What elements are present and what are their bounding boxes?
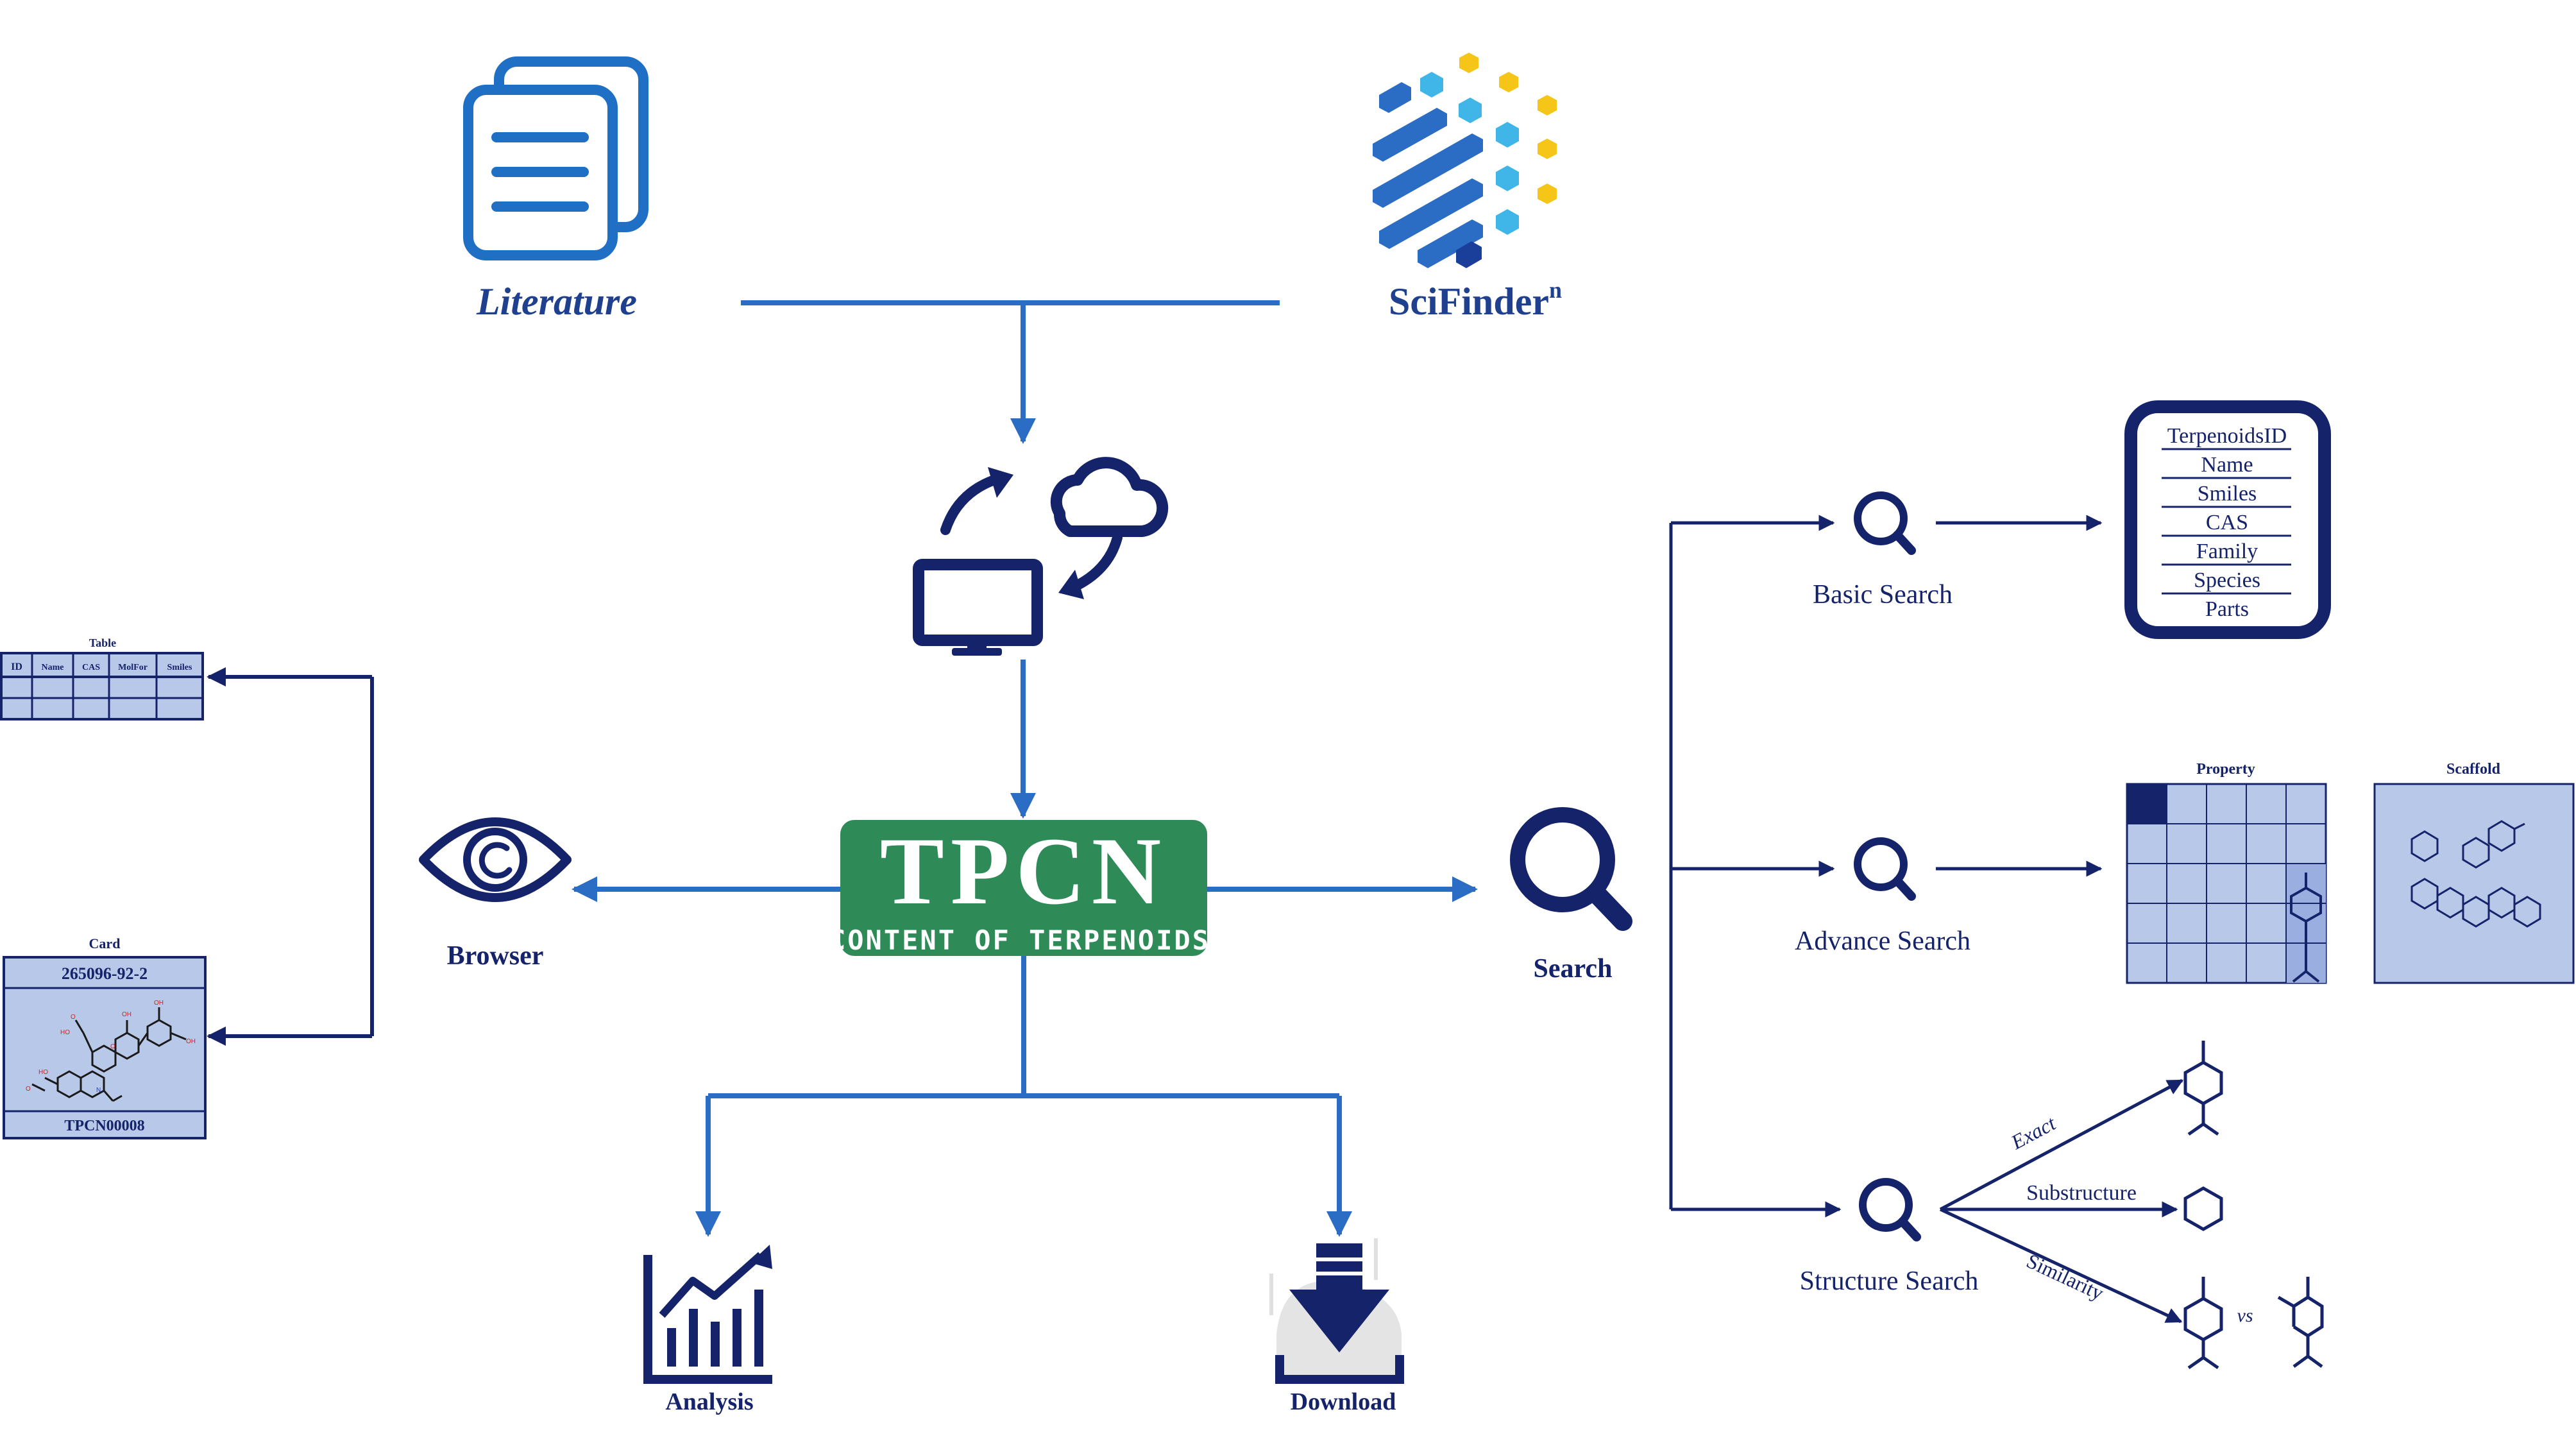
table-title: Table <box>89 636 116 649</box>
search-label: Search <box>1534 954 1613 984</box>
field-item: Name <box>2201 453 2253 477</box>
card-view: Card 265096-92-2 TPCN00008 HO O HO <box>3 935 207 1139</box>
property-panel: Property <box>2126 761 2327 984</box>
arrows-to-analysis-download <box>695 956 1352 1237</box>
download-icon <box>1269 1238 1404 1384</box>
atom-label: O <box>110 1043 115 1050</box>
scifinder-icon <box>1373 53 1557 268</box>
search-tree-arrows <box>1669 515 2103 1218</box>
structure-search-icon <box>1859 1178 1921 1241</box>
table-header-cell: Smiles <box>167 663 192 672</box>
vs-label: vs <box>2237 1305 2253 1326</box>
field-item: Family <box>2196 540 2258 563</box>
cloud-sync-icon <box>913 457 1169 656</box>
browser-bracket-arrows <box>207 667 374 1046</box>
scaffold-panel: Scaffold <box>2373 761 2575 984</box>
card-molecule-structure <box>31 1007 187 1102</box>
literature-label: Literature <box>476 280 637 323</box>
table-header-cell: MolFor <box>118 663 148 672</box>
atom-label: OH <box>122 1011 131 1018</box>
atom-label: HO <box>38 1069 48 1076</box>
structure-mode-arrows <box>1939 1078 2184 1324</box>
scifinder-label: SciFindern <box>1389 277 1562 323</box>
search-icon <box>1510 807 1632 931</box>
compared-molecule-structure <box>2277 1277 2324 1368</box>
field-item: TerpenoidsID <box>2167 424 2287 448</box>
advance-search-icon <box>1854 837 1916 901</box>
basic-search-icon <box>1854 491 1916 555</box>
analysis-label: Analysis <box>665 1388 753 1415</box>
download-label: Download <box>1291 1388 1396 1415</box>
eye-icon <box>419 817 572 902</box>
field-item: Species <box>2194 568 2260 592</box>
tpcn-logo-subtitle: CONTENT OF TERPENOIDS <box>829 925 1210 956</box>
advance-search-label: Advance Search <box>1795 926 1970 956</box>
atom-label: OH <box>154 1000 164 1007</box>
basic-search-fields-panel: TerpenoidsID Name Smiles CAS Family Spec… <box>2124 400 2331 639</box>
card-title: Card <box>89 935 121 951</box>
tpcn-logo-text: TPCN <box>880 818 1167 925</box>
table-header-cell: ID <box>11 661 22 672</box>
atom-label: O <box>71 1014 76 1021</box>
basic-search-label: Basic Search <box>1813 580 1953 609</box>
literature-icon <box>463 56 648 260</box>
table-header-cell: CAS <box>82 663 100 672</box>
atom-label: OH <box>186 1038 196 1045</box>
atom-label: HO <box>60 1029 70 1036</box>
field-item: Parts <box>2205 597 2249 621</box>
analysis-chart-icon <box>643 1245 772 1384</box>
card-cas: 265096-92-2 <box>62 964 148 983</box>
table-view: Table ID Name CAS MolFor Smiles <box>0 636 204 720</box>
browser-label: Browser <box>447 941 544 971</box>
card-id: TPCN00008 <box>64 1118 144 1134</box>
atom-label: O <box>26 1086 31 1093</box>
similarity-molecule-structure <box>2183 1277 2223 1370</box>
exact-molecule-structure <box>2183 1041 2223 1136</box>
atom-label: N <box>96 1087 101 1094</box>
field-item: CAS <box>2206 511 2248 534</box>
substructure-label: Substructure <box>2026 1181 2137 1205</box>
structure-search-label: Structure Search <box>1800 1266 1979 1296</box>
exact-label: Exact <box>2006 1111 2060 1154</box>
substructure-molecule-structure <box>2183 1186 2223 1231</box>
scaffold-title: Scaffold <box>2446 761 2501 778</box>
tpcn-logo: TPCN CONTENT OF TERPENOIDS <box>829 818 1210 956</box>
field-item: Smiles <box>2198 482 2257 506</box>
similarity-label: Similarity <box>2023 1249 2107 1305</box>
property-title: Property <box>2196 761 2255 778</box>
table-header-cell: Name <box>42 663 64 672</box>
